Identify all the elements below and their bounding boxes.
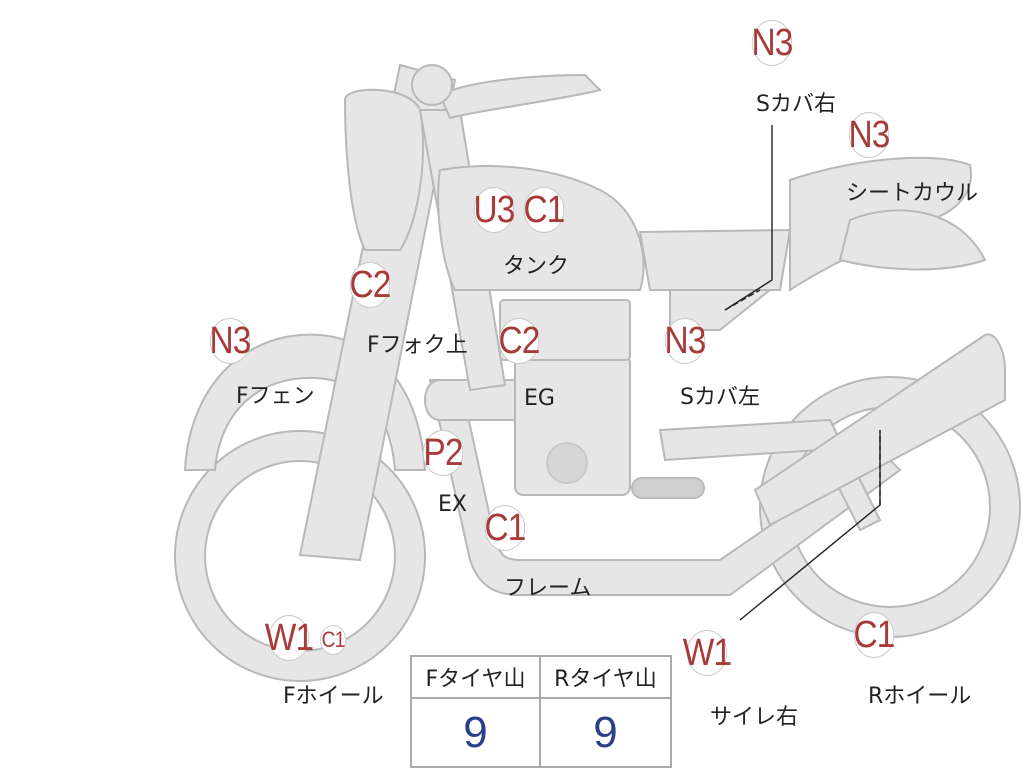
marker-tank-2: C1 [524,187,565,233]
marker-rwheel: C1 [854,612,895,658]
marker-scover-left: N3 [665,318,706,364]
label-fwheel: Fホイール [283,684,384,709]
marker-seat-cowl: N3 [849,112,890,158]
marker-silencer: W1 [683,630,732,676]
front-tire-value: 9 [412,699,541,766]
seat-shape [638,228,792,291]
front-wheel-outer [175,431,425,681]
marker-fwheel-1: W1 [265,615,314,661]
leader-sabaru-right [724,125,773,311]
marker-ffender: N3 [210,318,251,364]
label-ffender: Fフェン [236,384,315,409]
label-ex: EX [438,492,467,517]
marker-sabaru-right: N3 [752,20,793,66]
marker-eg: C2 [499,318,540,364]
rear-tire-value: 9 [593,707,618,757]
label-ffork: Fフォク上 [367,333,468,358]
front-tire-header: Fタイヤ山 [412,657,541,699]
rear-tire-header: Rタイヤ山 [541,657,670,699]
label-frame: フレーム [504,576,592,601]
label-eg: EG [524,386,555,411]
label-silencer: サイレ右 [710,705,799,730]
label-scover-left: Sカバ左 [680,385,760,410]
label-seat-cowl: シートカウル [846,181,979,206]
label-rwheel: Rホイール [868,684,972,709]
marker-frame: C1 [485,505,526,551]
silencer-shape [753,333,1006,527]
tire-tread-table: Fタイヤ山 Rタイヤ山 9 9 [410,655,672,768]
marker-fwheel-2: C1 [319,625,347,655]
label-tank: タンク [503,254,570,279]
marker-tank-1: U3 [474,187,515,233]
label-sabaru-right: Sカバ右 [756,92,836,117]
marker-ex: P2 [422,430,463,476]
marker-ffork: C2 [350,262,391,308]
